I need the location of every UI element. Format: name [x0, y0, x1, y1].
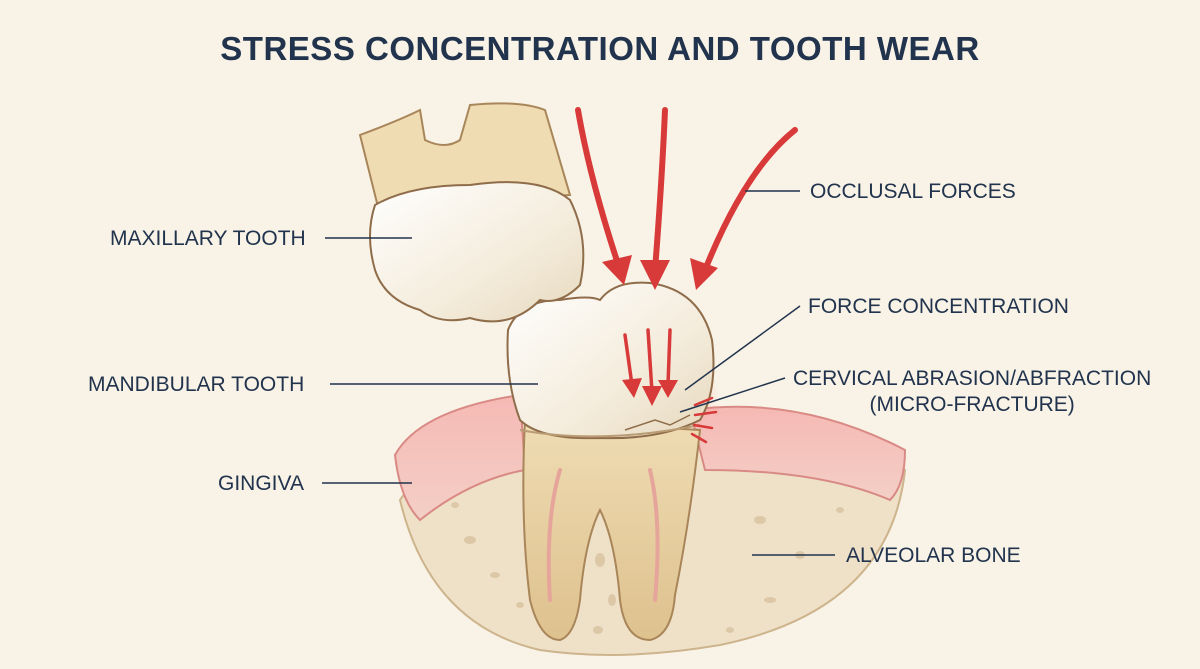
label-occlusal-forces: OCCLUSAL FORCES [810, 180, 1016, 203]
label-gingiva: GINGIVA [218, 472, 304, 495]
occlusal-force-arrow [575, 107, 623, 273]
bone-texture [451, 502, 844, 634]
mandibular-crown [506, 281, 715, 440]
cementoenamel-junction [519, 424, 701, 438]
occlusal-force-arrow [652, 107, 668, 273]
abfraction-marks [690, 396, 718, 444]
arrowheads [602, 255, 718, 290]
micro-fracture-crack [624, 414, 691, 431]
gingiva-shape [393, 393, 527, 522]
occlusal-force-arrows [575, 107, 798, 273]
leader-force-concentration [684, 305, 801, 391]
force-concentration-arrows [623, 328, 672, 394]
internal-force-arrow [623, 333, 634, 387]
leader-cervical [679, 377, 786, 413]
internal-force-arrow [646, 328, 654, 394]
maxillary-crown [369, 181, 585, 323]
internal-force-arrow [666, 328, 672, 387]
gingiva-shape-right [688, 405, 907, 502]
label-mandibular-tooth: MANDIBULAR TOOTH [88, 373, 305, 396]
internal-arrowheads [622, 378, 678, 406]
label-alveolar-bone: ALVEOLAR BONE [846, 544, 1021, 567]
label-maxillary-tooth: MAXILLARY TOOTH [110, 227, 306, 250]
label-cervical-line2: (MICRO-FRACTURE) [869, 393, 1075, 416]
leader-lines [322, 190, 835, 556]
page-title: STRESS CONCENTRATION AND TOOTH WEAR [220, 30, 980, 67]
root-canal [546, 468, 660, 602]
label-force-concentration: FORCE CONCENTRATION [808, 295, 1069, 318]
label-cervical-line1: CERVICAL ABRASION/ABFRACTION [793, 367, 1152, 390]
occlusal-force-arrow [702, 127, 798, 273]
label-cervical-abrasion: CERVICAL ABRASION/ABFRACTION (MICRO-FRAC… [793, 366, 1151, 418]
